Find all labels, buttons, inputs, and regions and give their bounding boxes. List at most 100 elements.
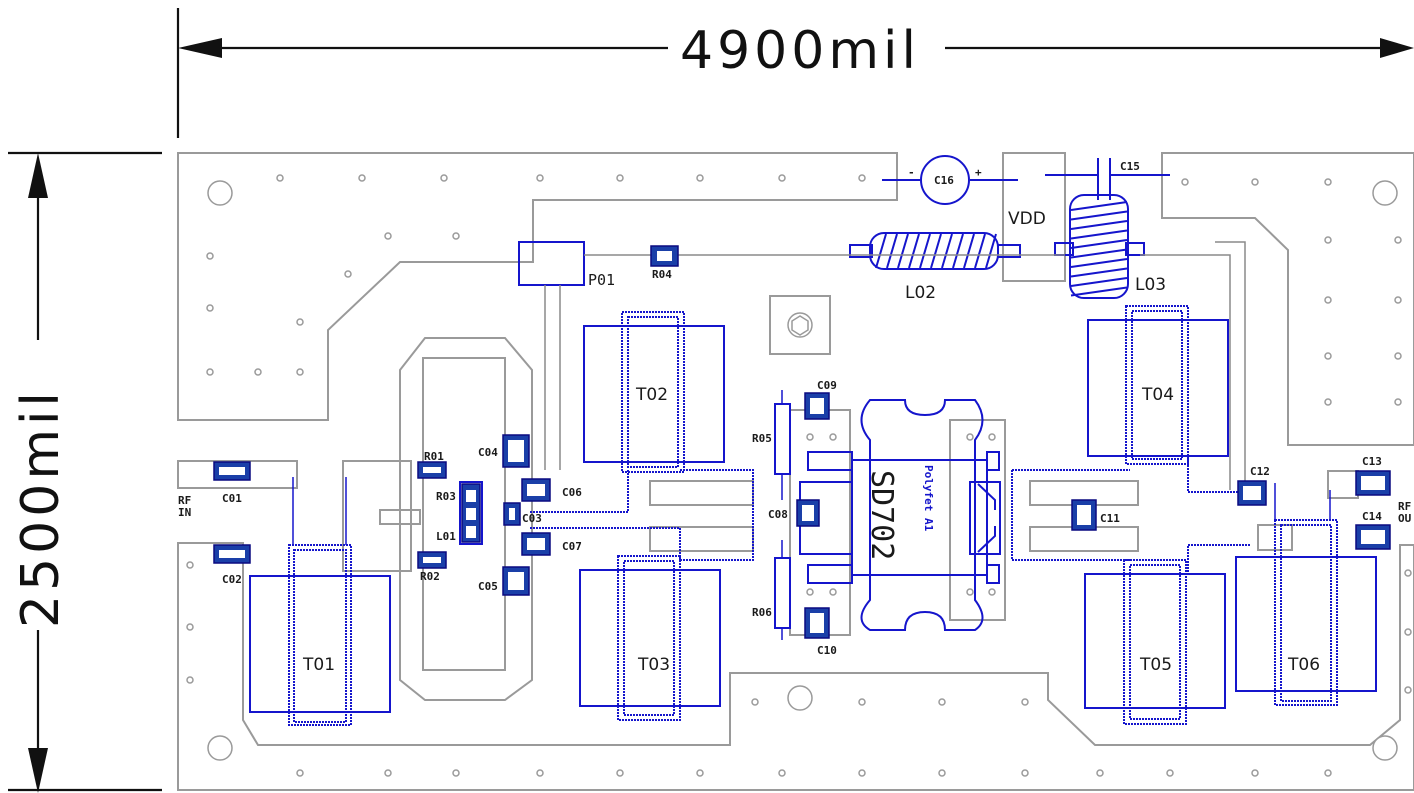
sd702-transistor: SD702 Polyfet A1 [799,399,1001,631]
via [186,623,194,631]
r04-label: R04 [652,268,672,281]
via [186,676,194,684]
via [1324,769,1332,777]
coil-winding [985,233,997,269]
via [1404,569,1412,577]
coil-winding [963,233,975,269]
smd-pad [502,434,530,468]
c07-label: C07 [562,540,582,553]
coil-winding [1070,248,1128,259]
via [296,368,304,376]
coil-winding [1070,210,1128,221]
via [1324,236,1332,244]
via [206,368,214,376]
via [276,174,284,182]
coil-winding [1070,201,1128,211]
via [616,769,624,777]
l01-inductor: R03 L01 [436,481,483,545]
via [1324,296,1332,304]
via [536,769,544,777]
via [1394,296,1402,304]
via [806,433,814,441]
transformer-t01: T01 [249,544,391,726]
r06-label: R06 [752,606,772,619]
svg-text:-: - [908,166,915,179]
rf-out-label-1: RF [1398,500,1411,513]
via [696,769,704,777]
via [452,232,460,240]
coil-winding [1070,277,1128,287]
c12-label: C12 [1250,465,1270,478]
r01-label: R01 [424,450,444,463]
via [616,174,624,182]
c01-label: C01 [222,492,242,505]
via [1181,178,1189,186]
l03-inductor: L03 [1054,194,1166,299]
height-label: 2500mil [11,388,71,628]
via [1324,178,1332,186]
via [1251,769,1259,777]
via [988,588,996,596]
coil-winding [886,233,898,269]
c05-label: C05 [478,580,498,593]
smd-pad [1355,524,1391,550]
via [1021,698,1029,706]
coil-winding [875,233,887,269]
via [344,270,352,278]
via [1166,769,1174,777]
c02-label: C02 [222,573,242,586]
smd-pad [417,551,447,569]
transformer-t03: T03 [579,555,721,721]
chip-brand-label: Polyfet A1 [922,465,935,532]
c09-label: C09 [817,379,837,392]
c16-label: C16 [934,174,954,187]
rf-in-label-2: IN [178,506,191,519]
smd-pad [804,392,830,420]
r06-resistor: R06 [752,540,791,640]
via [1404,628,1412,636]
via [536,174,544,182]
smd-pad [502,566,530,596]
via [186,561,194,569]
via [1324,398,1332,406]
via [829,588,837,596]
t03-label: T03 [637,655,670,675]
t02-label: T02 [635,385,668,405]
l03-label: L03 [1135,275,1166,295]
via [829,433,837,441]
smd-pad [1237,480,1267,506]
rf-out-label-2: OU [1398,512,1412,525]
rf-traces [292,241,1331,575]
l01-label: L01 [436,530,456,543]
coil-winding [941,233,953,269]
c03-label: C03 [522,512,542,525]
c11-label: C11 [1100,512,1120,525]
via [384,769,392,777]
c10-label: C10 [817,644,837,657]
width-dimension: 4900mil [176,8,1414,138]
via [858,698,866,706]
via [1394,236,1402,244]
c14-label: C14 [1362,510,1382,523]
t01-label: T01 [302,655,335,675]
via [206,304,214,312]
via [384,232,392,240]
coil-winding [952,233,964,269]
via [966,433,974,441]
coil-winding [930,233,942,269]
coil-winding [1070,286,1128,297]
c06-label: C06 [562,486,582,499]
smd-pad [213,544,251,564]
coil-winding [1070,229,1128,240]
via [296,769,304,777]
svg-text:+: + [975,166,982,179]
coil-winding [908,233,920,269]
smd-pad [417,461,447,479]
height-dimension: 2500mil [8,151,162,793]
coil-winding [974,233,986,269]
c08-label: C08 [768,508,788,521]
via [1394,352,1402,360]
chip-label: SD702 [864,470,899,560]
r03-label: R03 [436,490,456,503]
rf-in-label-1: RF [178,494,191,507]
